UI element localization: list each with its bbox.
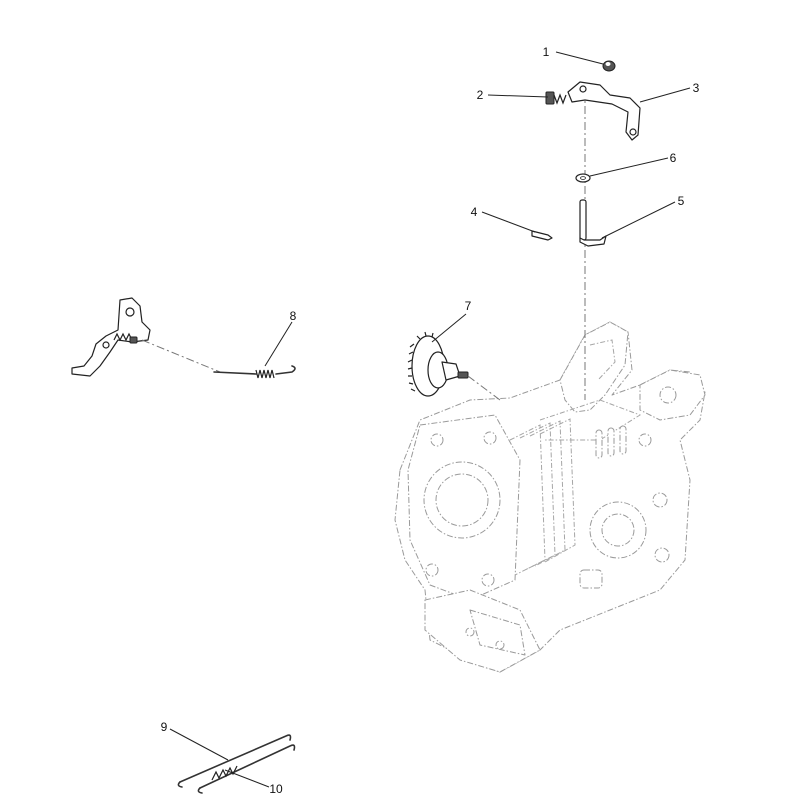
washer-part — [575, 173, 591, 183]
governor-arm-part — [567, 81, 641, 141]
gear-center-line — [467, 375, 501, 401]
leader-line-6 — [589, 157, 669, 177]
governor-rod-part — [177, 734, 292, 788]
callout-5: 5 — [678, 194, 685, 208]
leader-line-8 — [264, 321, 293, 367]
callout-8: 8 — [290, 309, 297, 323]
nut-part — [602, 60, 616, 72]
callout-1: 1 — [543, 45, 550, 59]
callout-2: 2 — [477, 88, 484, 102]
callout-9: 9 — [161, 720, 168, 734]
callout-7: 7 — [465, 299, 472, 313]
callout-10: 10 — [269, 782, 283, 796]
leader-line-3 — [639, 87, 691, 103]
leader-line-1 — [555, 51, 604, 65]
leader-line-2 — [487, 94, 549, 98]
leader-line-7 — [431, 313, 467, 343]
governor-spring-part — [213, 365, 296, 379]
callout-3: 3 — [693, 81, 700, 95]
leader-line-5 — [601, 201, 676, 239]
leader-line-10 — [224, 769, 270, 788]
leader-line-9 — [169, 728, 229, 761]
pin-part — [531, 230, 553, 241]
throttle-lever-assembly — [71, 297, 151, 377]
callout-6: 6 — [670, 151, 677, 165]
bolt-part — [545, 91, 567, 105]
governor-gear-part — [407, 331, 469, 397]
governor-shaft-part — [579, 199, 607, 247]
callout-4: 4 — [471, 205, 478, 219]
leader-line-4 — [481, 211, 536, 233]
spring-center-line — [141, 339, 221, 373]
engine-block-ghost — [394, 321, 706, 673]
